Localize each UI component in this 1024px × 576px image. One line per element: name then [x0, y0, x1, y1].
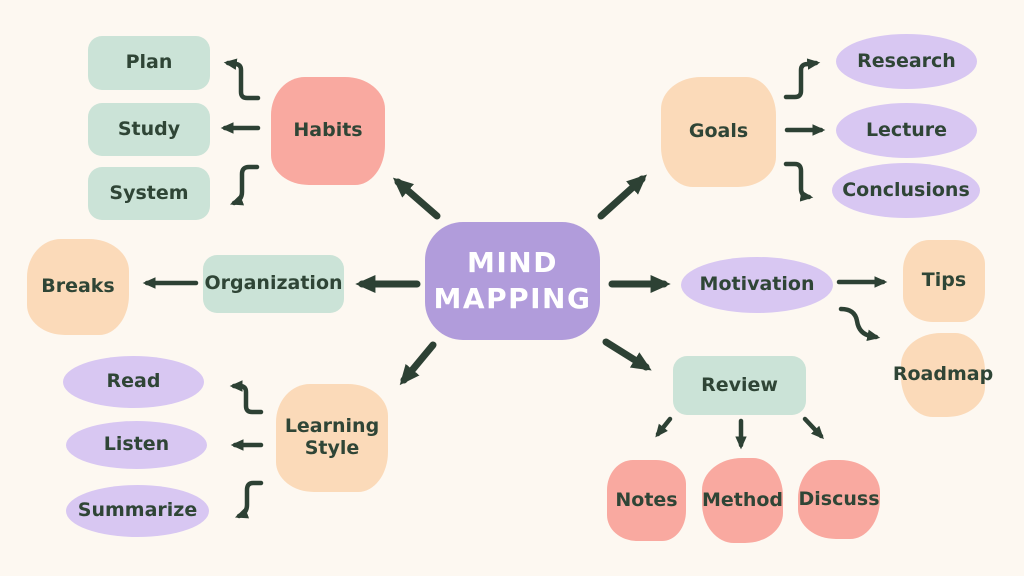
- node-habits: Habits: [271, 77, 385, 185]
- node-conclusions: Conclusions: [832, 163, 980, 218]
- node-tips: Tips: [903, 240, 985, 322]
- node-motivation: Motivation: [681, 257, 833, 313]
- node-method: Method: [702, 458, 783, 543]
- node-lecture: Lecture: [836, 103, 977, 158]
- node-notes: Notes: [607, 460, 686, 541]
- node-organization: Organization: [203, 255, 344, 313]
- node-roadmap: Roadmap: [893, 333, 993, 417]
- node-discuss: Discuss: [798, 460, 880, 539]
- node-central: MIND MAPPING: [425, 222, 600, 340]
- arrow-review-discuss: [802, 416, 824, 440]
- arrow-learning-style-read: [229, 380, 264, 415]
- node-review: Review: [673, 356, 806, 415]
- node-plan: Plan: [88, 36, 210, 90]
- arrow-goals-research: [783, 58, 821, 100]
- node-learning-style: Learning Style: [276, 384, 388, 492]
- arrow-motivation-roadmap: [838, 306, 881, 341]
- arrow-goals-conclusions: [783, 161, 814, 202]
- arrow-central-learning-style: [399, 341, 437, 386]
- node-breaks: Breaks: [27, 239, 129, 335]
- arrow-central-habits: [392, 177, 441, 220]
- node-system: System: [88, 167, 210, 220]
- node-goals: Goals: [661, 77, 776, 187]
- node-research: Research: [836, 34, 977, 89]
- arrow-central-review: [602, 338, 652, 371]
- arrow-learning-style-summarize: [234, 480, 264, 519]
- node-summarize: Summarize: [66, 485, 209, 537]
- arrow-habits-system: [229, 164, 260, 206]
- node-listen: Listen: [66, 421, 207, 469]
- node-read: Read: [63, 356, 204, 408]
- node-study: Study: [88, 103, 210, 156]
- arrow-central-goals: [597, 174, 647, 220]
- arrow-review-notes: [655, 416, 673, 438]
- arrow-habits-plan: [223, 58, 261, 101]
